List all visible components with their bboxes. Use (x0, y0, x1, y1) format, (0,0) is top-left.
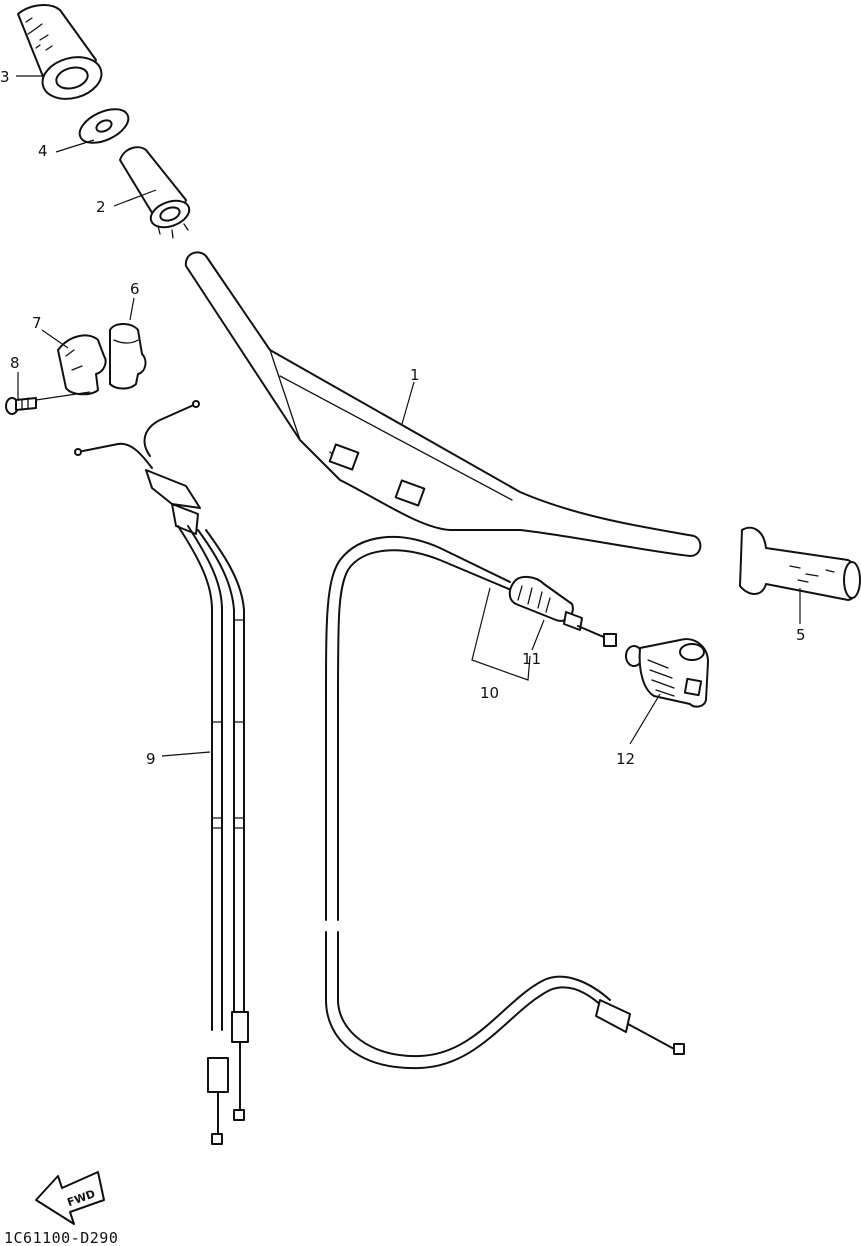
throttle-grip-part[interactable] (119, 146, 193, 239)
callout-7: 7 (32, 314, 42, 332)
leader-9 (161, 751, 211, 757)
throttle-cable-part[interactable] (74, 400, 249, 1145)
callout-12: 12 (616, 750, 635, 768)
washer-part[interactable] (75, 102, 134, 149)
callout-8: 8 (10, 354, 20, 372)
leader-6 (129, 297, 135, 321)
leader-7 (41, 329, 69, 349)
holder-upper-part[interactable] (109, 323, 147, 390)
callout-4: 4 (38, 142, 48, 160)
callout-6: 6 (130, 280, 140, 298)
leader-8 (17, 372, 91, 401)
leader-10 (471, 587, 531, 681)
callout-5: 5 (796, 626, 806, 644)
leader-11 (531, 619, 545, 651)
holder-lower-part[interactable] (57, 334, 107, 396)
leader-4 (55, 139, 95, 153)
handlebar-part[interactable] (184, 251, 702, 557)
callout-9: 9 (146, 750, 156, 768)
leader-12 (629, 693, 661, 745)
diagram-code: 1C61100-D290 (4, 1229, 118, 1246)
cable-adjuster-part[interactable] (508, 576, 617, 647)
clutch-cable-part[interactable] (325, 536, 685, 1070)
callout-11: 11 (522, 650, 541, 668)
leader-1 (401, 381, 415, 425)
callout-10: 10 (480, 684, 499, 702)
callout-1: 1 (410, 366, 420, 384)
grip-end-part[interactable] (17, 4, 106, 105)
callout-3: 3 (0, 68, 10, 86)
right-grip-part[interactable] (739, 526, 861, 601)
lever-cover-part[interactable] (625, 638, 709, 708)
bolt-part[interactable] (5, 397, 37, 415)
leader-2 (113, 189, 157, 207)
fwd-arrow-icon: FWD (35, 1171, 105, 1225)
callout-2: 2 (96, 198, 106, 216)
